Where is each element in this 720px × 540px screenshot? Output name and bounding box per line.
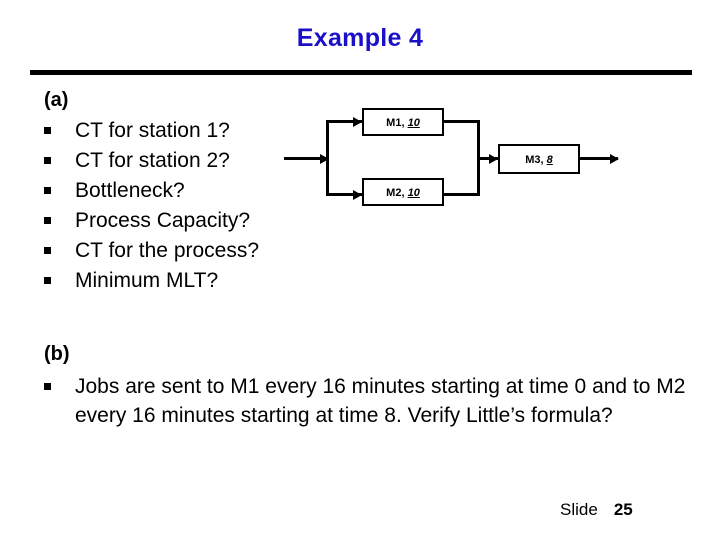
list-item-label: Jobs are sent to M1 every 16 minutes sta… [75, 375, 686, 427]
square-bullet-icon [44, 176, 75, 206]
node-m2-name: M2, [386, 187, 405, 199]
square-bullet-icon [44, 266, 75, 296]
part-b-list: Jobs are sent to M1 every 16 minutes sta… [44, 372, 689, 430]
title-divider [30, 70, 692, 75]
node-m3-value: 8 [546, 154, 553, 166]
list-item-label: Minimum MLT? [75, 269, 219, 292]
m1-output-wire [444, 120, 480, 123]
m3-input-arrowhead-icon [489, 153, 498, 164]
list-item: CT for station 1? [44, 116, 314, 146]
list-item: Jobs are sent to M1 every 16 minutes sta… [44, 372, 689, 430]
node-m3-text: M3, 8 [525, 155, 553, 166]
node-m2-text: M2, 10 [386, 188, 420, 199]
node-m1-text: M1, 10 [386, 118, 420, 129]
list-item-label: Bottleneck? [75, 179, 185, 202]
split-to-m2-wire [326, 193, 362, 196]
node-m1-name: M1, [386, 117, 405, 129]
square-bullet-icon [44, 146, 75, 176]
square-bullet-icon [44, 372, 75, 402]
node-m1-value: 10 [407, 117, 420, 129]
square-bullet-icon [44, 236, 75, 266]
output-wire [580, 157, 618, 160]
list-item: CT for the process? [44, 236, 314, 266]
process-flow-diagram: M1, 10 M2, 10 M3, 8 [280, 90, 680, 220]
split-bus [326, 120, 329, 196]
list-item: Minimum MLT? [44, 266, 314, 296]
node-m3-name: M3, [525, 154, 544, 166]
list-item-label: CT for station 1? [75, 119, 230, 142]
split-to-m1-wire [326, 120, 362, 123]
list-item-label: CT for the process? [75, 239, 260, 262]
page-title: Example 4 [296, 24, 424, 52]
node-m3: M3, 8 [498, 144, 580, 174]
square-bullet-icon [44, 206, 75, 236]
part-a-list: CT for station 1? CT for station 2? Bott… [44, 116, 314, 296]
slide-label: Slide [560, 500, 598, 519]
list-item: Bottleneck? [44, 176, 314, 206]
part-b-label: (b) [44, 343, 70, 365]
list-item: Process Capacity? [44, 206, 314, 236]
slide-number: 25 [613, 500, 633, 519]
output-arrowhead-icon [610, 153, 619, 164]
input-wire [284, 157, 328, 160]
node-m2-value: 10 [407, 187, 420, 199]
square-bullet-icon [44, 116, 75, 146]
input-arrowhead-icon [320, 153, 329, 164]
slide-footer: Slide 25 [560, 500, 690, 520]
m2-input-arrowhead-icon [353, 190, 362, 200]
list-item: CT for station 2? [44, 146, 314, 176]
node-m2: M2, 10 [362, 178, 444, 206]
m1-input-arrowhead-icon [353, 117, 362, 127]
m2-output-wire [444, 193, 480, 196]
node-m1: M1, 10 [362, 108, 444, 136]
list-item-label: Process Capacity? [75, 209, 251, 232]
list-item-label: CT for station 2? [75, 149, 230, 172]
part-a-label: (a) [44, 89, 69, 111]
